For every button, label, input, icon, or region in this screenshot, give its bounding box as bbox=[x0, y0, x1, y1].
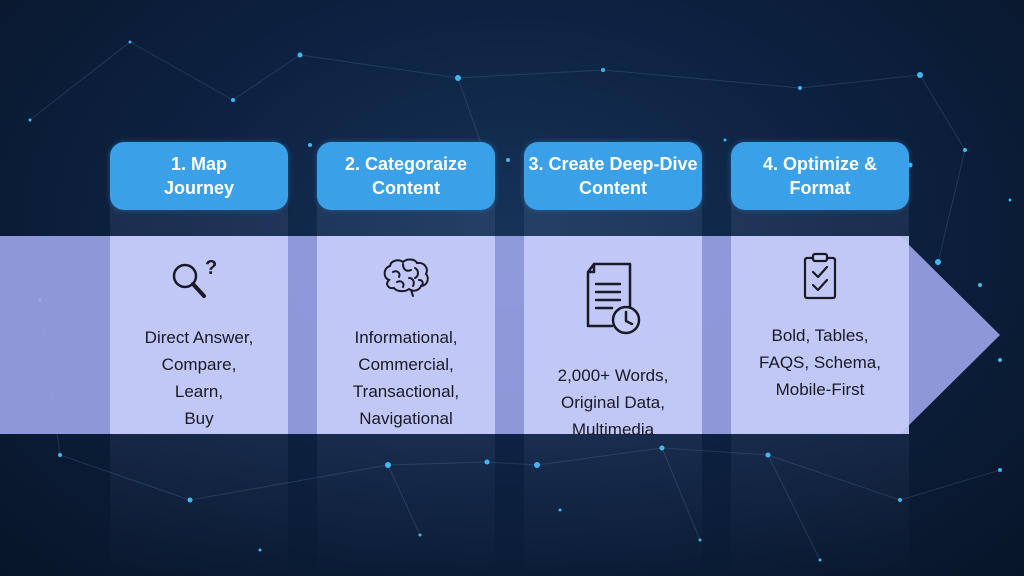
svg-text:?: ? bbox=[205, 257, 217, 279]
step-1-item: Compare, bbox=[161, 355, 237, 374]
step-panel-4 bbox=[731, 236, 909, 434]
step-1-item: Buy bbox=[184, 409, 214, 428]
step-3-title-line1: 3. Create Deep-Dive bbox=[528, 154, 698, 174]
step-3-header: 3. Create Deep-Dive Content bbox=[524, 142, 702, 210]
step-4-items: Bold, Tables, FAQS, Schema, Mobile-First bbox=[731, 322, 909, 403]
document-clock-icon bbox=[586, 262, 641, 335]
step-1-item: Learn, bbox=[174, 382, 224, 401]
step-4-title-line1: 4. Optimize & bbox=[762, 154, 878, 174]
step-3-item: Multimedia bbox=[571, 420, 655, 439]
step-2-items: Informational, Commercial, Transactional… bbox=[317, 324, 495, 432]
step-panel-2 bbox=[317, 236, 495, 434]
step-1-item: Direct Answer, bbox=[144, 328, 254, 347]
step-1-title-line1: 1. Map bbox=[170, 154, 227, 174]
step-1-items: Direct Answer, Compare, Learn, Buy bbox=[110, 324, 288, 432]
step-2-title-line1: 2. Categoraize bbox=[344, 154, 468, 174]
step-3-items: 2,000+ Words, Original Data, Multimedia bbox=[524, 362, 702, 443]
step-4-header: 4. Optimize & Format bbox=[731, 142, 909, 210]
step-3-title-line2: Content bbox=[579, 178, 647, 198]
step-panel-3 bbox=[524, 236, 702, 434]
step-2-header: 2. Categoraize Content bbox=[317, 142, 495, 210]
step-2-item: Navigational bbox=[359, 409, 453, 428]
step-1-title-line2: Journey bbox=[163, 178, 235, 198]
step-2-item: Transactional, bbox=[352, 382, 460, 401]
step-3-item: 2,000+ Words, bbox=[557, 366, 669, 385]
clipboard-check-icon bbox=[803, 252, 837, 300]
step-panel-1 bbox=[110, 236, 288, 434]
search-question-icon: ? bbox=[172, 257, 217, 298]
step-4-item: Mobile-First bbox=[775, 380, 865, 399]
step-1-header: 1. Map Journey bbox=[110, 142, 288, 210]
step-2-title-line2: Content bbox=[372, 178, 440, 198]
step-4-title-line2: Format bbox=[789, 178, 851, 198]
step-2-item: Informational, bbox=[354, 328, 458, 347]
step-3-item: Original Data, bbox=[561, 393, 665, 412]
step-4-item: FAQS, Schema, bbox=[759, 353, 881, 372]
step-4-item: Bold, Tables, bbox=[771, 326, 869, 345]
step-2-item: Commercial, bbox=[358, 355, 454, 374]
brain-icon bbox=[383, 258, 429, 297]
